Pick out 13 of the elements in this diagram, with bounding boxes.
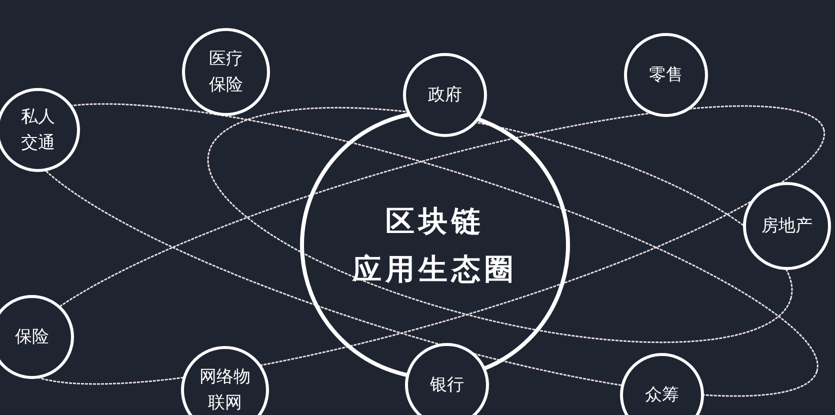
category-label: 政府 [428, 84, 462, 107]
category-label: 保险 [15, 326, 49, 349]
category-label: 医疗保险 [208, 48, 244, 97]
category-label: 众筹 [645, 384, 679, 407]
category-label: 私人交通 [20, 106, 56, 155]
center-title: 应用生态圈 [352, 251, 518, 288]
category-label: 零售 [649, 64, 683, 87]
category-circle [620, 353, 704, 415]
category-label: 网络物联网 [198, 366, 252, 415]
center-title: 区块链 [386, 203, 484, 240]
category-label: 银行 [430, 374, 464, 397]
category-circle [405, 343, 489, 415]
category-label: 房地产 [760, 215, 814, 238]
